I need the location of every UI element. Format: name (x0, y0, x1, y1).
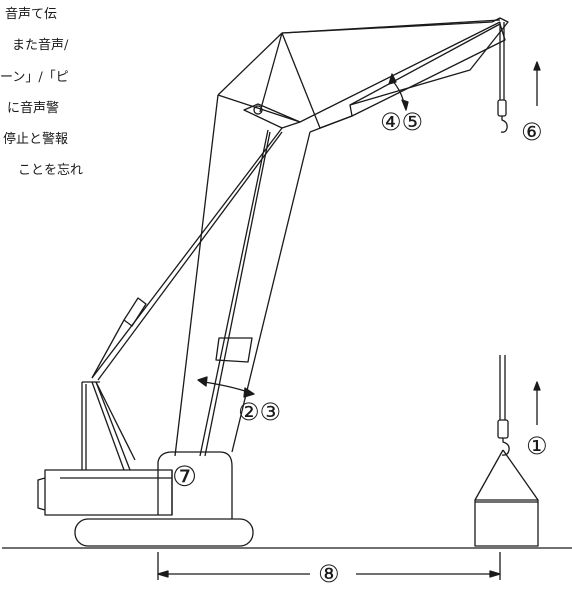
crawler-track (74, 518, 254, 547)
label-working-radius: ⑧ (318, 560, 340, 588)
label-jib-luffing: ④⑤ (380, 108, 424, 136)
arrow-head-icon (533, 381, 541, 391)
a-frame-gantry (81, 381, 136, 471)
suspended-load (474, 449, 539, 547)
guy-lines (91, 127, 283, 381)
note-line: に音声警 (7, 101, 60, 116)
note-line: ーン」/「ピ (0, 70, 69, 85)
arrow-head-icon (401, 99, 409, 111)
main-hook (497, 355, 510, 456)
radius-dimension (157, 552, 501, 580)
arrow-head-icon (197, 376, 208, 387)
note-line: また音声/ (12, 38, 69, 53)
note-line: 停止と警報 (3, 132, 69, 147)
luffing-jib (217, 17, 509, 133)
label-cab: ⑦ (172, 460, 198, 493)
label-main-hoist: ① (526, 432, 548, 460)
arrow-head-icon (243, 387, 255, 398)
arrow-head-icon (533, 61, 541, 71)
label-jib-hoist: ⑥ (521, 118, 543, 146)
arrow-head-icon (388, 73, 397, 85)
crane-body (37, 451, 233, 519)
label-boom-luffing: ②③ (238, 398, 282, 426)
jib-hook (497, 22, 508, 133)
main-boom (174, 32, 311, 457)
note-line: ことを忘れ (18, 163, 84, 178)
boom-luffing-arrow (203, 381, 249, 393)
note-line: 音声て伝 (5, 7, 58, 22)
